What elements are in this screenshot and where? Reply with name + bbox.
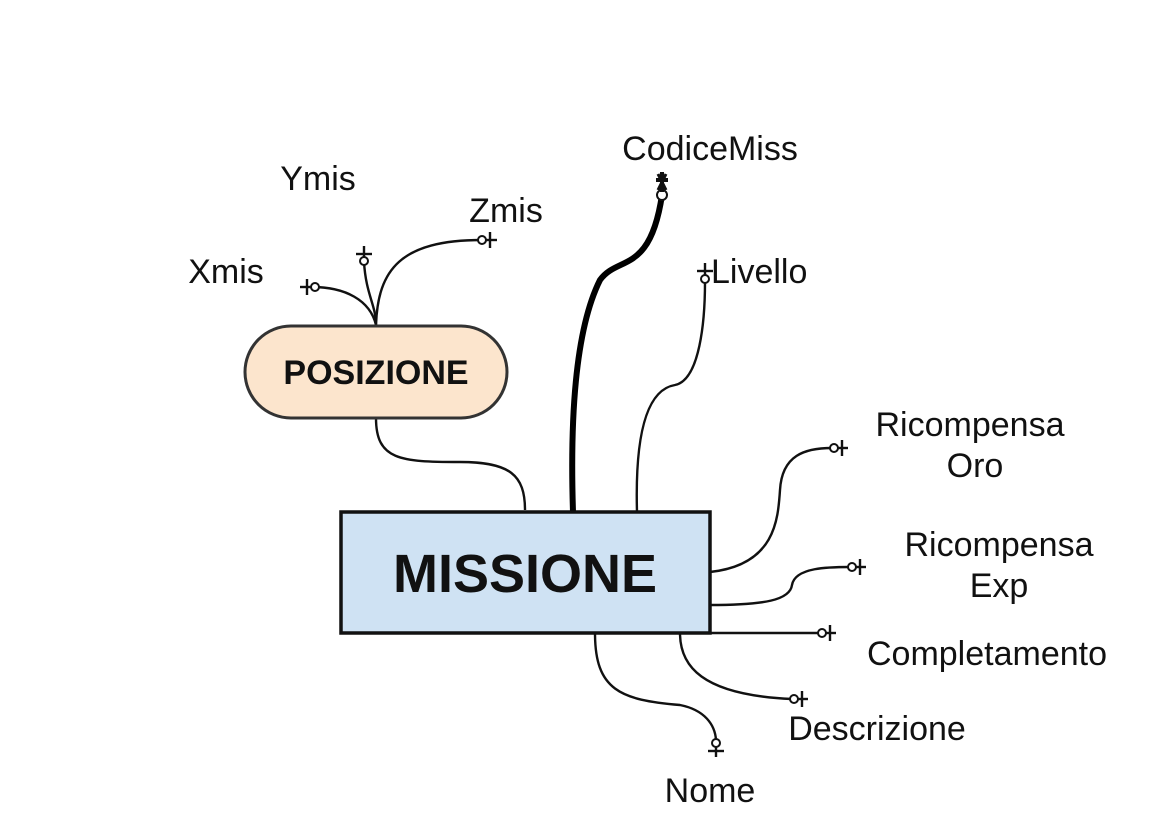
link-posizione bbox=[374, 417, 527, 511]
link-codicemiss bbox=[569, 194, 665, 513]
connectors bbox=[311, 194, 851, 741]
attribute-labels: CodiceMiss Livello Ricompensa Oro Ricomp… bbox=[188, 130, 1107, 810]
attr-ricompensa-exp-line2: Exp bbox=[970, 567, 1029, 605]
attr-ricompensa-exp-line1: Ricompensa bbox=[905, 526, 1094, 564]
attr-codicemiss: CodiceMiss bbox=[622, 130, 798, 168]
posizione-label: POSIZIONE bbox=[283, 354, 468, 392]
attr-zmis: Zmis bbox=[469, 192, 543, 230]
marker-ymis bbox=[359, 256, 369, 266]
attr-descrizione: Descrizione bbox=[788, 710, 966, 748]
link-ricompensa-oro bbox=[709, 446, 833, 574]
attr-nome: Nome bbox=[665, 772, 756, 810]
link-livello bbox=[635, 281, 707, 513]
attr-ymis: Ymis bbox=[280, 160, 356, 198]
marker-ricompensa-oro bbox=[829, 443, 839, 453]
attr-ricompensa-oro-line1: Ricompensa bbox=[876, 406, 1065, 444]
attr-completamento: Completamento bbox=[867, 635, 1107, 673]
link-xmis bbox=[311, 285, 378, 326]
marker-ricompensa-exp bbox=[847, 562, 857, 572]
marker-nome bbox=[711, 738, 721, 748]
attr-livello: Livello bbox=[711, 253, 807, 291]
marker-descrizione bbox=[789, 694, 799, 704]
marker-completamento bbox=[817, 628, 827, 638]
attr-ricompensa-oro-line2: Oro bbox=[947, 447, 1004, 485]
link-zmis bbox=[374, 238, 483, 326]
marker-zmis bbox=[477, 235, 487, 245]
missione-label: MISSIONE bbox=[393, 544, 657, 604]
attr-xmis: Xmis bbox=[188, 253, 264, 291]
markers bbox=[300, 172, 866, 757]
missione-node[interactable]: MISSIONE bbox=[339, 510, 712, 635]
marker-livello bbox=[700, 274, 710, 284]
link-ymis bbox=[362, 261, 378, 326]
posizione-node[interactable]: POSIZIONE bbox=[243, 324, 509, 420]
posizione-shape bbox=[243, 324, 509, 420]
link-ricompensa-exp bbox=[709, 565, 851, 607]
missione-shape bbox=[339, 510, 712, 635]
link-descrizione bbox=[678, 632, 793, 701]
marker-xmis bbox=[310, 282, 320, 292]
link-nome bbox=[593, 632, 718, 741]
